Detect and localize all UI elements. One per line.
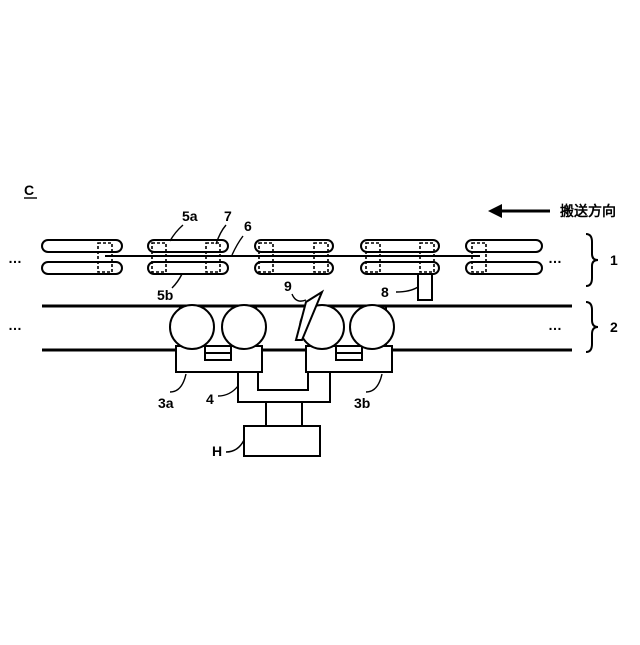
label-5b: 5b [157,287,173,303]
chain-conveyor [42,240,542,300]
direction-arrow-head [488,204,502,218]
wheel [170,305,214,349]
label-6: 6 [244,218,252,234]
label-3b: 3b [354,395,370,411]
label-9: 9 [284,278,292,294]
chain-link-upper [148,240,228,252]
leader-8 [396,287,418,292]
brace-rail [586,302,598,352]
transport-direction: 搬送方向 [488,203,616,219]
chain-link-lower [255,262,333,274]
ellipsis-top-left: … [8,250,22,266]
chain-link-upper [42,240,122,252]
trolley-3b [300,305,394,372]
label-1: 1 [610,252,618,268]
leader-3b [366,374,382,392]
chain-link-upper [255,240,333,252]
chain-link-upper [466,240,542,252]
leader-5a [170,225,183,241]
label-8: 8 [381,284,389,300]
leader-6 [232,236,243,255]
hanger-stem [266,402,302,426]
ellipsis-rail-left: … [8,317,22,333]
leader-3a [170,374,186,392]
label-4: 4 [206,391,214,407]
wheel [350,305,394,349]
leader-5b [172,274,182,288]
ellipsis-rail-right: … [548,317,562,333]
dog-attachment [418,274,432,300]
label-3a: 3a [158,395,174,411]
figure-label: C [24,182,34,198]
wheel [222,305,266,349]
hanger-h [244,426,320,456]
connecting-member [238,372,330,402]
ellipsis-top-right: … [548,250,562,266]
leader-9 [292,294,306,301]
leader-h [226,440,244,452]
chain-link-upper [361,240,439,252]
brace-chain [586,234,598,286]
direction-label: 搬送方向 [560,203,616,219]
leader-4 [218,386,238,396]
trolley-3a [170,305,266,372]
label-2: 2 [610,319,618,335]
label-5a: 5a [182,208,198,224]
label-7: 7 [224,208,232,224]
label-h: H [212,443,222,459]
